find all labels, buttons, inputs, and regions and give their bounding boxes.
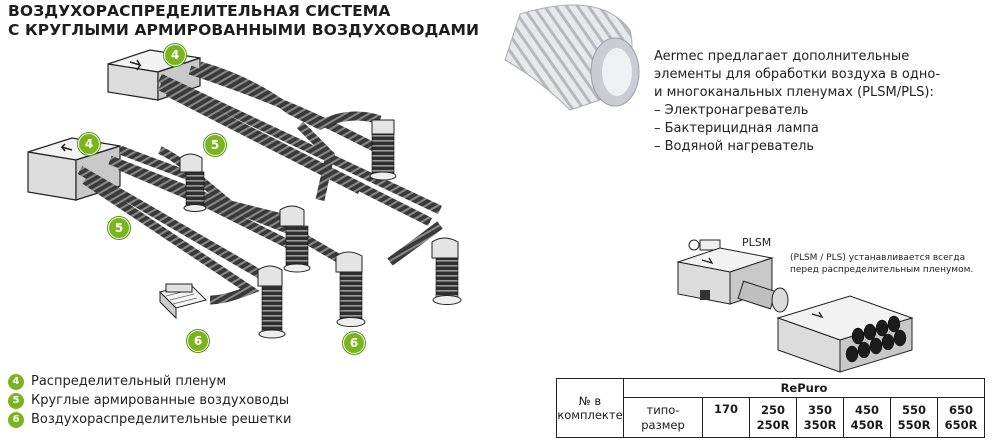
size-cell: 250 250R: [749, 397, 797, 438]
size-value: 350: [807, 402, 832, 417]
row-label-line-1: типо-: [646, 402, 680, 417]
size-value-r: 650R: [944, 417, 978, 432]
group-header: RePuro: [623, 378, 985, 398]
plsm-note-line-2: перед распределительным пленумом.: [790, 265, 974, 275]
vertical-duct-drops: [183, 131, 462, 339]
desc-item-3: – Водяной нагреватель: [654, 139, 815, 154]
size-cell: 170: [702, 397, 750, 438]
upper-plenum: [107, 49, 201, 101]
supply-grille: [159, 283, 207, 320]
legend-badge: 4: [8, 373, 24, 390]
badge-plenum-lower: 4: [78, 133, 100, 155]
badge-ducts-lower: 5: [108, 217, 130, 239]
flexible-duct-photo: [504, 4, 640, 111]
row-label-line-2: размер: [641, 417, 685, 432]
plsm-assembly: [676, 239, 914, 373]
legend-badge: 5: [8, 392, 24, 409]
desc-line-1: Aermec предлагает дополнительные: [654, 49, 910, 64]
desc-line-2: элементы для обработки воздуха в одно-: [654, 67, 941, 82]
title-line-1: ВОЗДУХОРАСПРЕДЕЛИТЕЛЬНАЯ СИСТЕМА: [8, 2, 391, 20]
legend-label: Распределительный пленум: [31, 374, 227, 389]
col-header-line-2: комплекте: [557, 408, 623, 422]
size-value: 450: [854, 402, 879, 417]
size-cell: 350 350R: [796, 397, 844, 438]
size-value: 550: [901, 402, 926, 417]
size-value: 170: [713, 402, 738, 416]
plsm-note: (PLSM / PLS) устанавливается всегда пере…: [790, 252, 973, 276]
col-header-line-1: № в: [578, 394, 602, 408]
badge-grille-left: 6: [187, 330, 209, 352]
desc-item-2: – Бактерицидная лампа: [654, 121, 819, 136]
badge-grille-right: 6: [343, 332, 365, 354]
plsm-note-line-1: (PLSM / PLS) устанавливается всегда: [790, 253, 966, 263]
kit-size-table: № в комплекте RePuro типо- размер 170 25…: [556, 378, 985, 438]
badge-ducts-upper: 5: [204, 134, 226, 156]
size-value-r: 250R: [756, 417, 790, 432]
accessories-description: Aermec предлагает дополнительные элемент…: [654, 48, 940, 156]
plsm-label: PLSM: [742, 236, 772, 249]
size-value-r: 350R: [803, 417, 837, 432]
size-cell: 450 450R: [843, 397, 891, 438]
legend-label: Воздухораспределительные решетки: [31, 412, 292, 427]
diffuser-elbows: [179, 119, 459, 287]
legend-item: 5 Круглые армированные воздуховоды: [8, 391, 291, 410]
size-cell: 550 550R: [890, 397, 938, 438]
size-cell: 650 650R: [937, 397, 985, 438]
legend-item: 6 Воздухораспределительные решетки: [8, 410, 291, 429]
page-title: ВОЗДУХОРАСПРЕДЕЛИТЕЛЬНАЯ СИСТЕМА С КРУГЛ…: [8, 2, 479, 40]
legend-badge: 6: [8, 411, 24, 428]
size-value-r: 550R: [897, 417, 931, 432]
legend-label: Круглые армированные воздуховоды: [31, 393, 290, 408]
legend: 4 Распределительный пленум 5 Круглые арм…: [8, 372, 291, 429]
size-value: 650: [948, 402, 973, 417]
col-kit-number-header: № в комплекте: [556, 378, 624, 438]
size-value-r: 450R: [850, 417, 884, 432]
legend-item: 4 Распределительный пленум: [8, 372, 291, 391]
upper-duct-bundle: [157, 61, 442, 227]
desc-line-3: и многоканальных пленумах (PLSM/PLS):: [654, 85, 934, 100]
row-label: типо- размер: [623, 397, 703, 438]
badge-plenum-upper: 4: [164, 44, 186, 66]
desc-item-1: – Электронагреватель: [654, 103, 809, 118]
title-line-2: С КРУГЛЫМИ АРМИРОВАННЫМИ ВОЗДУХОВОДАМИ: [8, 21, 480, 39]
size-value: 250: [760, 402, 785, 417]
